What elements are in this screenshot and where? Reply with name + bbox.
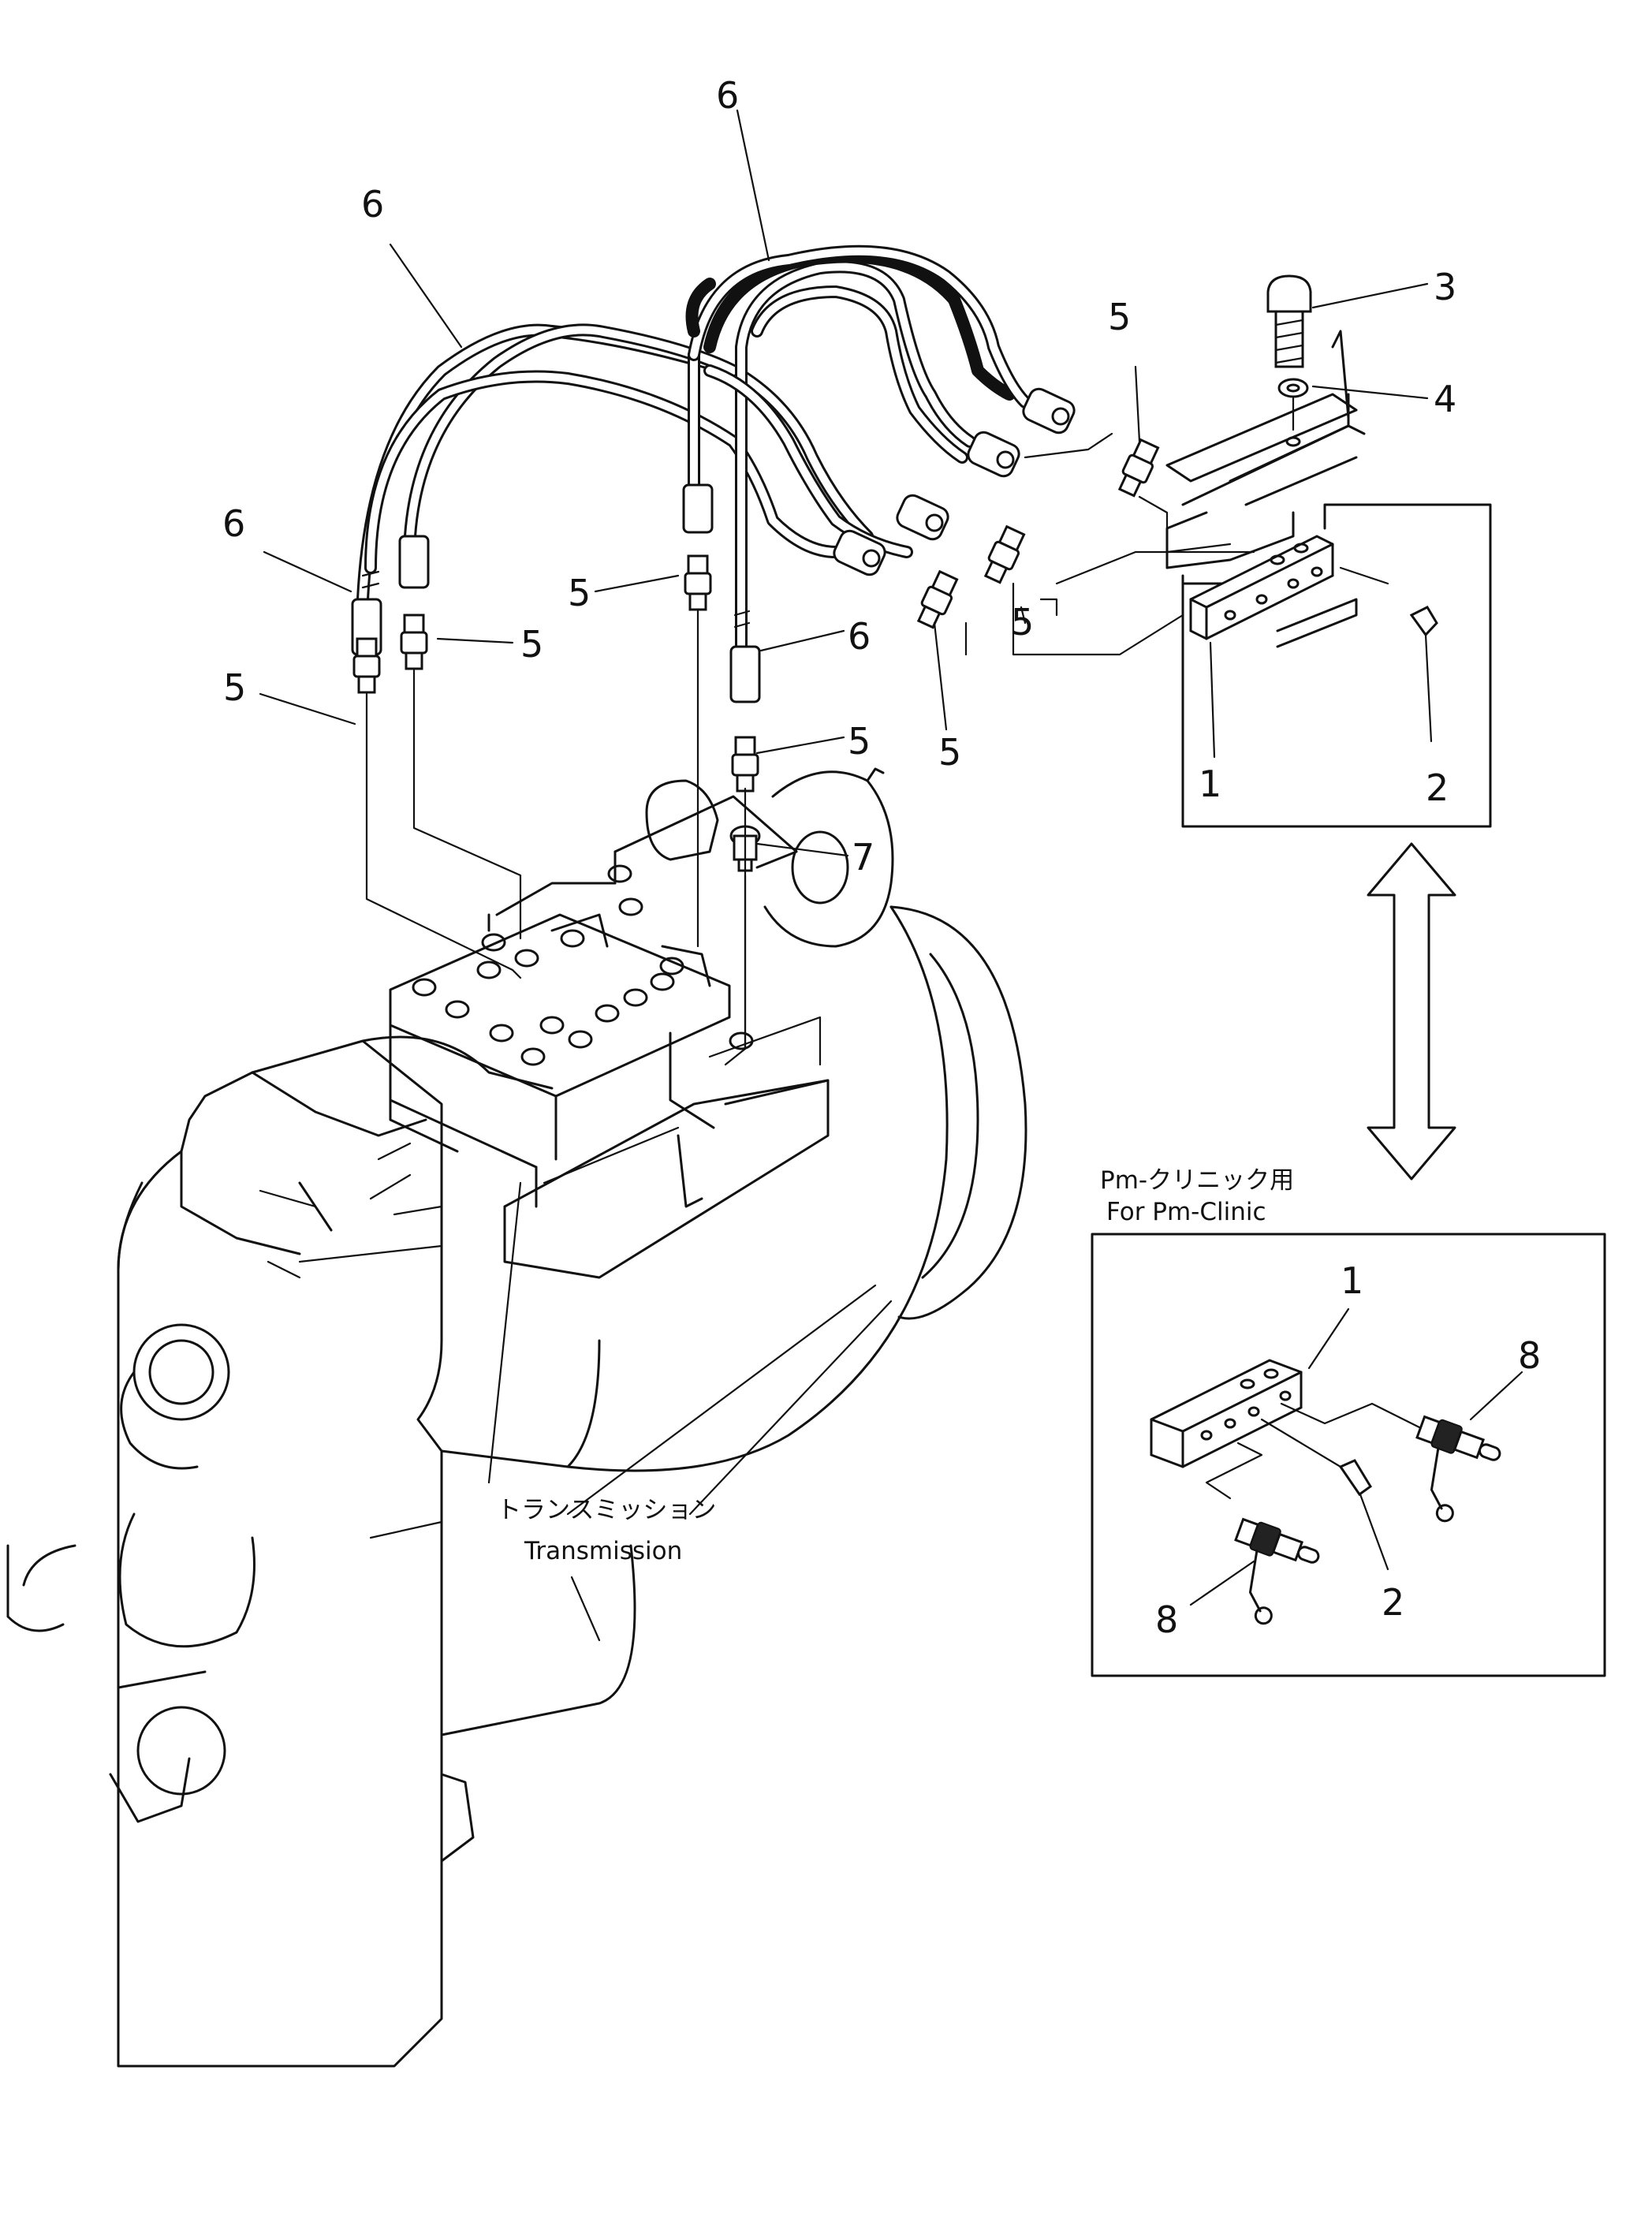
adapter-fittings (352, 438, 1160, 872)
captions: Pm-クリニック用 For Pm-Clinic トランスミッション Transm… (497, 1166, 1294, 1565)
bolt-3 (1266, 274, 1312, 368)
callout-numbers: 6 6 6 6 5 5 5 5 5 5 5 7 3 4 1 2 1 8 8 2 (222, 74, 1541, 1641)
double-arrow (1367, 842, 1456, 1181)
callout-5-left-lower: 5 (223, 666, 246, 709)
mounting-bracket (1165, 330, 1366, 585)
caption-pm-clinic-jp: Pm-クリニック用 (1100, 1166, 1294, 1195)
callout-2-upper: 2 (1426, 767, 1449, 809)
callout-5-upper-right: 5 (1108, 296, 1131, 338)
control-valve-block (389, 767, 894, 1279)
caption-transmission-en: Transmission (524, 1537, 682, 1565)
callout-5-lower-center: 5 (848, 720, 871, 763)
callout-2-detail: 2 (1382, 1581, 1404, 1624)
callout-5-right-low: 5 (938, 731, 961, 774)
callout-4: 4 (1434, 378, 1456, 420)
callout-5-right-mid: 5 (1011, 601, 1034, 643)
callout-5-left-upper: 5 (520, 623, 543, 666)
caption-transmission-jp: トランスミッション (497, 1496, 716, 1524)
callout-1-upper: 1 (1199, 763, 1221, 805)
callout-7: 7 (852, 836, 874, 878)
callout-8-left: 8 (1155, 1598, 1178, 1641)
callout-1-detail: 1 (1341, 1259, 1363, 1302)
callout-6-top: 6 (716, 74, 739, 117)
block-detail-frame (1181, 503, 1492, 828)
callout-6-upper-left: 6 (361, 183, 384, 226)
callout-6-center: 6 (848, 615, 871, 658)
callout-3: 3 (1434, 266, 1456, 308)
transmission-housing (6, 905, 1027, 2068)
hose-assemblies (351, 244, 1076, 703)
outlet-block-1 (1189, 535, 1389, 648)
callout-6-left: 6 (222, 502, 245, 545)
pm-clinic-detail (1091, 1233, 1606, 1677)
callout-8-right: 8 (1518, 1334, 1541, 1377)
plug-2 (1409, 606, 1438, 743)
caption-pm-clinic-en: For Pm-Clinic (1106, 1198, 1266, 1226)
leader-lines (259, 109, 1523, 1642)
callout-5-center: 5 (568, 572, 591, 614)
washer-4 (1277, 378, 1309, 431)
